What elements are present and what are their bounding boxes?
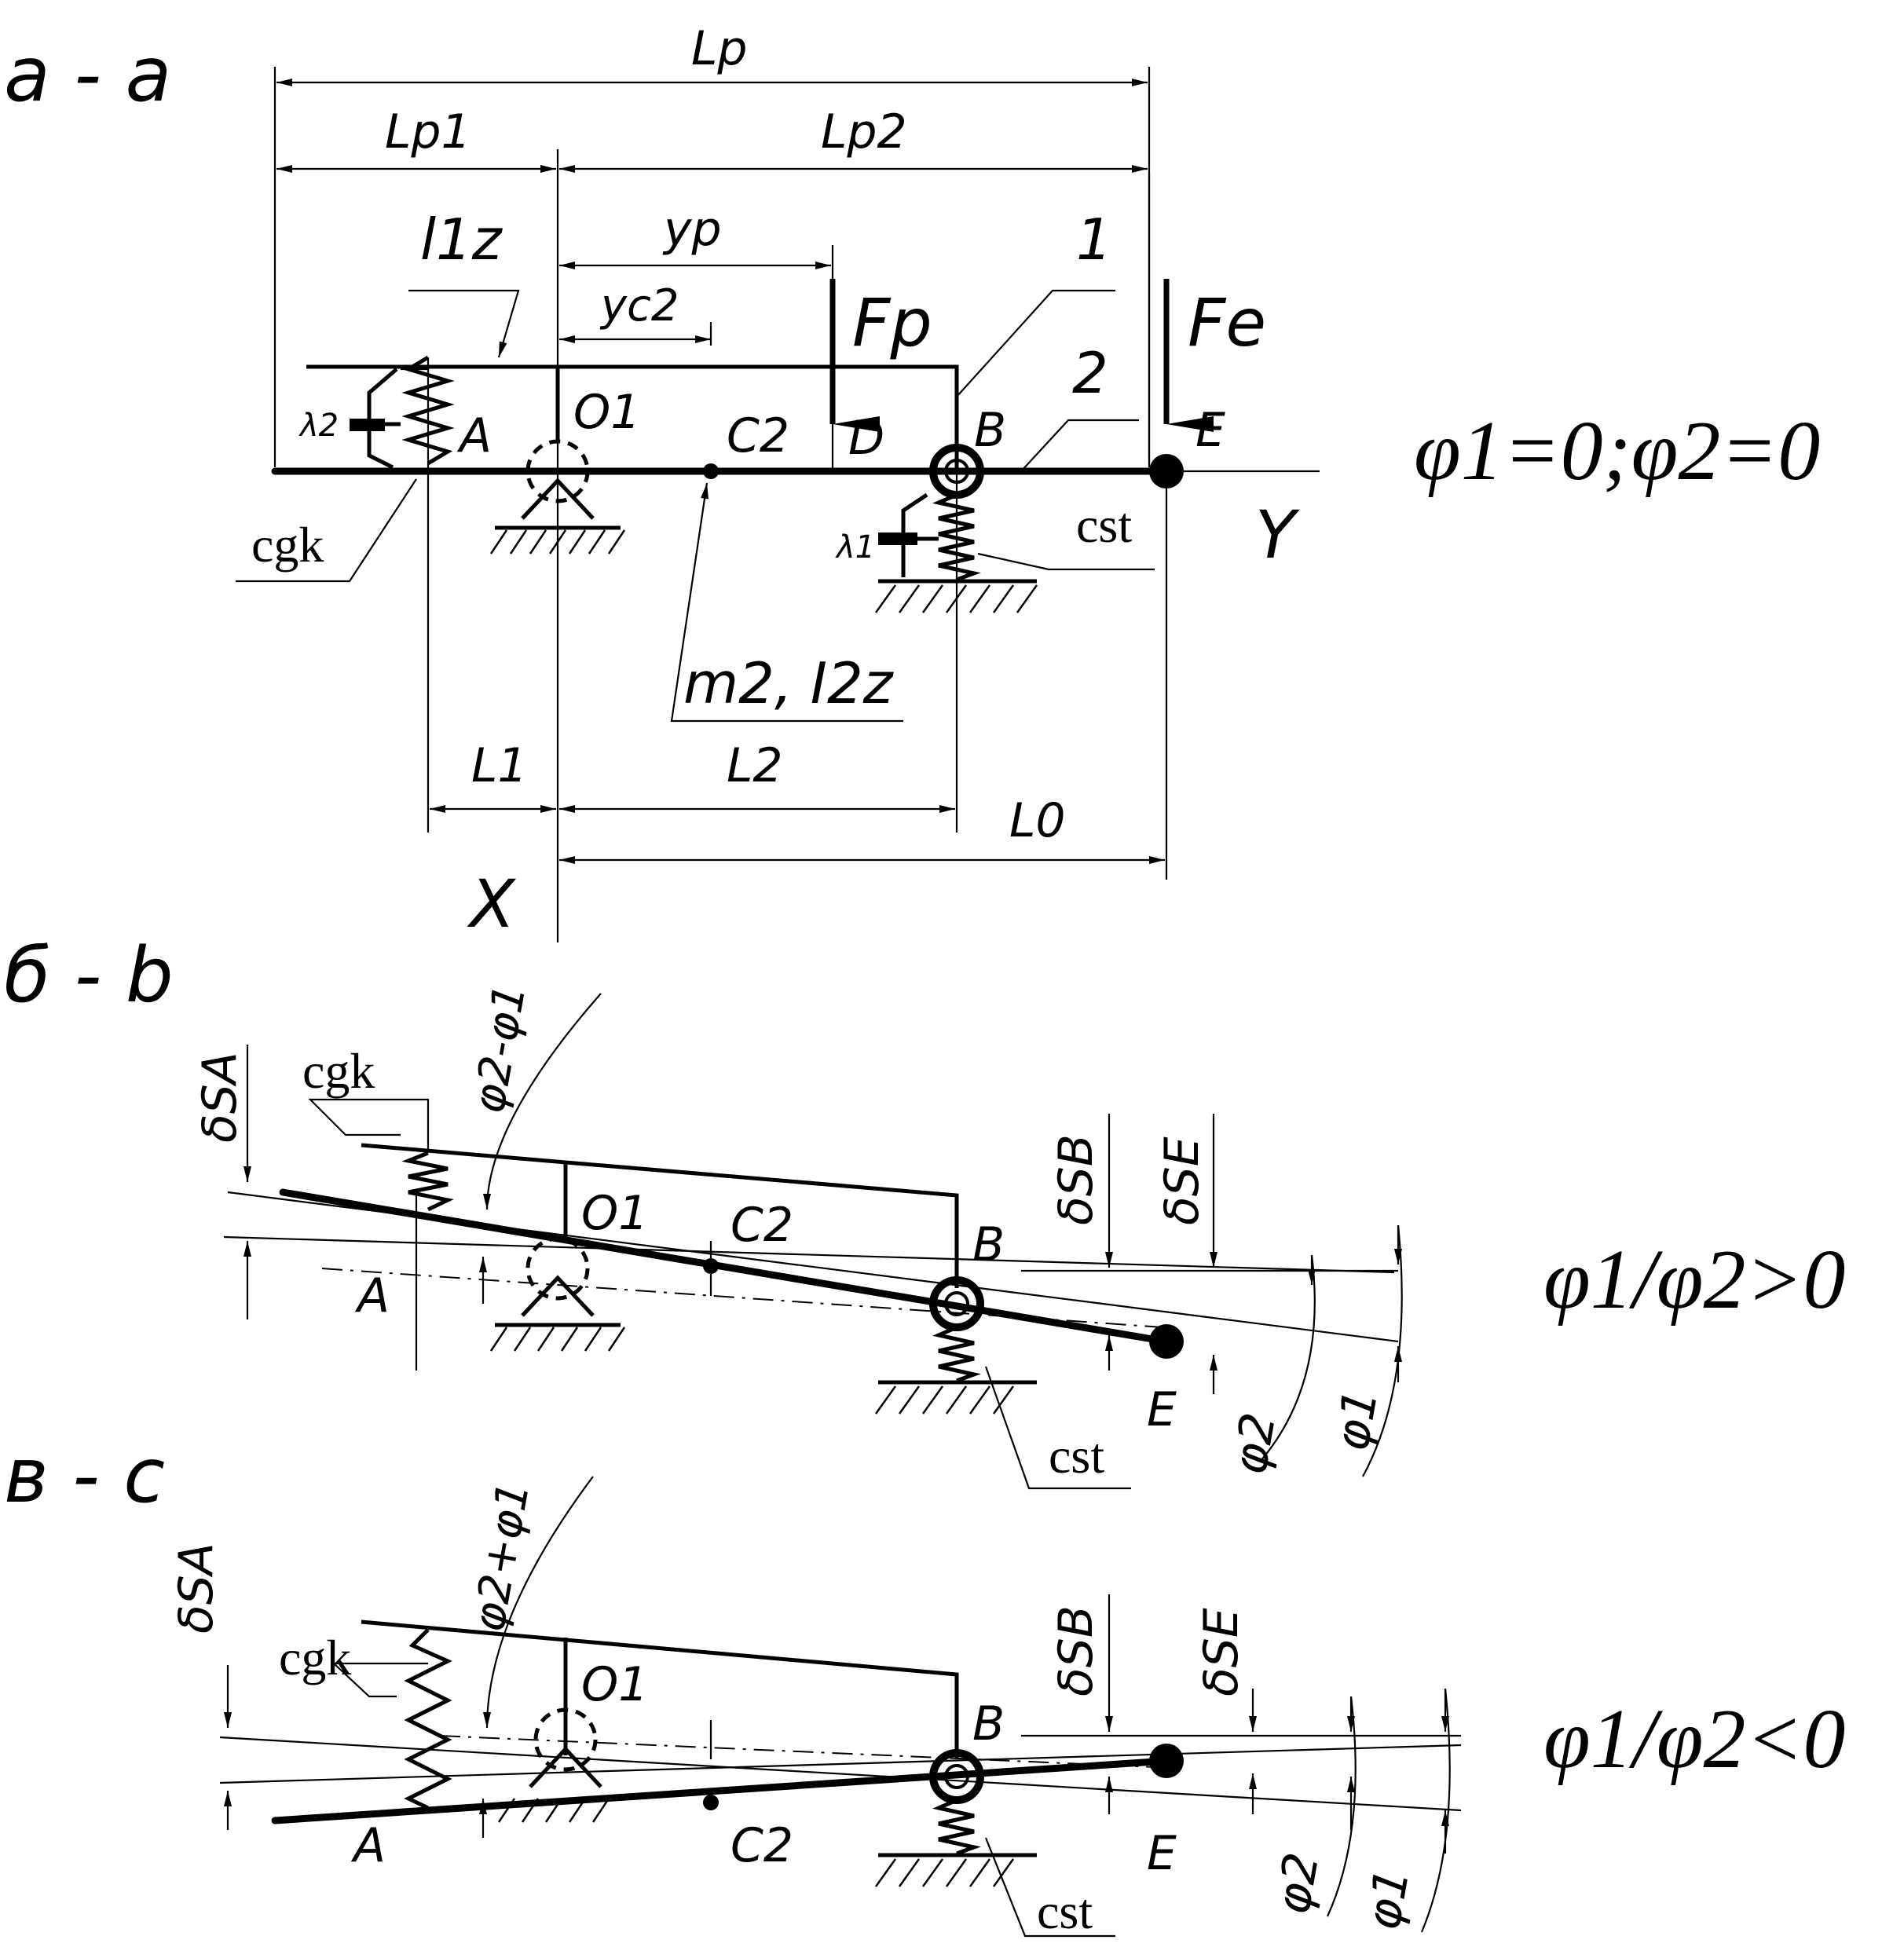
point-O1-label-c: O1: [581, 1657, 648, 1712]
point-C2-a: [703, 463, 719, 479]
point-C2-label-c: C2: [730, 1818, 793, 1873]
force-Fp-label: Fp: [852, 284, 932, 361]
point-E-b: [1149, 1324, 1184, 1359]
axis-Y-label: Y: [1255, 496, 1300, 573]
l1z-label: l1z: [420, 207, 503, 273]
dSA-label-c: δSA: [169, 1543, 224, 1634]
panel-c: в - c φ1/φ2<0 cgk A δSA φ2+φ1: [4, 1432, 1845, 1939]
point-E-a: [1149, 454, 1184, 489]
point-B-label-c: B: [972, 1696, 1005, 1751]
pivot-O1-b: [489, 1236, 626, 1352]
point-B-label-b: B: [972, 1217, 1005, 1272]
pivot-O1-c: [497, 1707, 610, 1823]
link-2-label: 2: [1072, 340, 1108, 406]
point-C2-label-b: C2: [730, 1198, 793, 1253]
point-B-label-a: B: [974, 403, 1006, 458]
cgk-label-a: cgk: [251, 517, 324, 573]
panel-b-condition: φ1/φ2>0: [1543, 1233, 1845, 1327]
panel-c-condition: φ1/φ2<0: [1543, 1693, 1845, 1786]
point-A-label-c: A: [350, 1818, 386, 1873]
link-2-beam-c: [271, 1757, 1170, 1824]
panel-a-condition: φ1=0;φ2=0: [1414, 404, 1820, 498]
link-2-beam-b: [279, 1188, 1170, 1345]
dim-L2-label: L2: [727, 738, 783, 793]
panel-a: а - a φ1=0;φ2=0 Lp Lp1 Lp2 yp yc2 L1 L2 …: [4, 21, 1820, 942]
point-C2-label-a: C2: [727, 408, 789, 463]
spring-cst-a: [874, 492, 1038, 613]
pivot-O1: [489, 439, 626, 554]
cgk-label-c: cgk: [279, 1630, 351, 1685]
point-A-label: A: [456, 408, 492, 463]
link-1-frame: [306, 364, 959, 471]
dim-L0-label: L0: [1009, 793, 1066, 848]
dSA-label-b: δSA: [192, 1052, 247, 1143]
cst-label-a: cst: [1076, 497, 1132, 553]
point-E-label-a: E: [1195, 403, 1225, 458]
cst-label-b: cst: [1049, 1428, 1104, 1484]
dim-yp-label: yp: [662, 202, 722, 257]
axis-X-label: X: [467, 866, 517, 942]
panel-b: б - b φ1/φ2>0 cgk A δSA φ2-φ1: [4, 931, 1845, 1490]
spring-cgk: [350, 355, 455, 470]
lambda1-label: λ1: [835, 529, 875, 565]
phi2-plus-phi1-label: φ2+φ1: [463, 1478, 540, 1635]
link-1-frame-c: [361, 1619, 959, 1758]
dim-Lp-label: Lp: [691, 21, 748, 76]
point-C2-c: [703, 1795, 719, 1810]
point-D-label: D: [848, 411, 884, 466]
force-Fe-label: Fe: [1188, 284, 1266, 361]
panel-c-caption: в - c: [4, 1432, 165, 1520]
panel-b-caption: б - b: [4, 931, 174, 1019]
phi2-label-c: φ2: [1265, 1849, 1330, 1919]
phi1-label-b: φ1: [1324, 1385, 1389, 1455]
dSE-label-b: δSE: [1155, 1136, 1210, 1225]
dim-Lp2-label: Lp2: [821, 104, 907, 159]
point-E-label-c: E: [1147, 1826, 1177, 1881]
point-O1-label-b: O1: [581, 1186, 648, 1241]
panel-a-caption: а - a: [4, 31, 171, 119]
phi2-label-b: φ2: [1222, 1409, 1287, 1479]
phi1-label-c: φ1: [1356, 1865, 1420, 1934]
point-O1-label-a: O1: [573, 385, 640, 440]
link-1-frame-b: [361, 1143, 959, 1288]
dim-Lp1-label: Lp1: [385, 104, 471, 159]
lambda2-label: λ2: [298, 408, 339, 444]
m2-i2z-label: m2, I2z: [683, 650, 895, 716]
point-E-c: [1149, 1744, 1184, 1778]
point-A-label-b: A: [354, 1268, 390, 1323]
link-1-label: 1: [1076, 207, 1112, 273]
dSE-label-c: δSE: [1194, 1608, 1249, 1696]
point-E-label-b: E: [1147, 1382, 1177, 1437]
cst-label-c: cst: [1037, 1883, 1093, 1939]
dim-yc2-label: yc2: [599, 280, 679, 331]
dSB-label-b: δSB: [1049, 1134, 1104, 1225]
cgk-label-b: cgk: [302, 1043, 375, 1099]
dim-L1-label: L1: [471, 738, 528, 793]
dSB-label-c: δSB: [1049, 1605, 1104, 1696]
